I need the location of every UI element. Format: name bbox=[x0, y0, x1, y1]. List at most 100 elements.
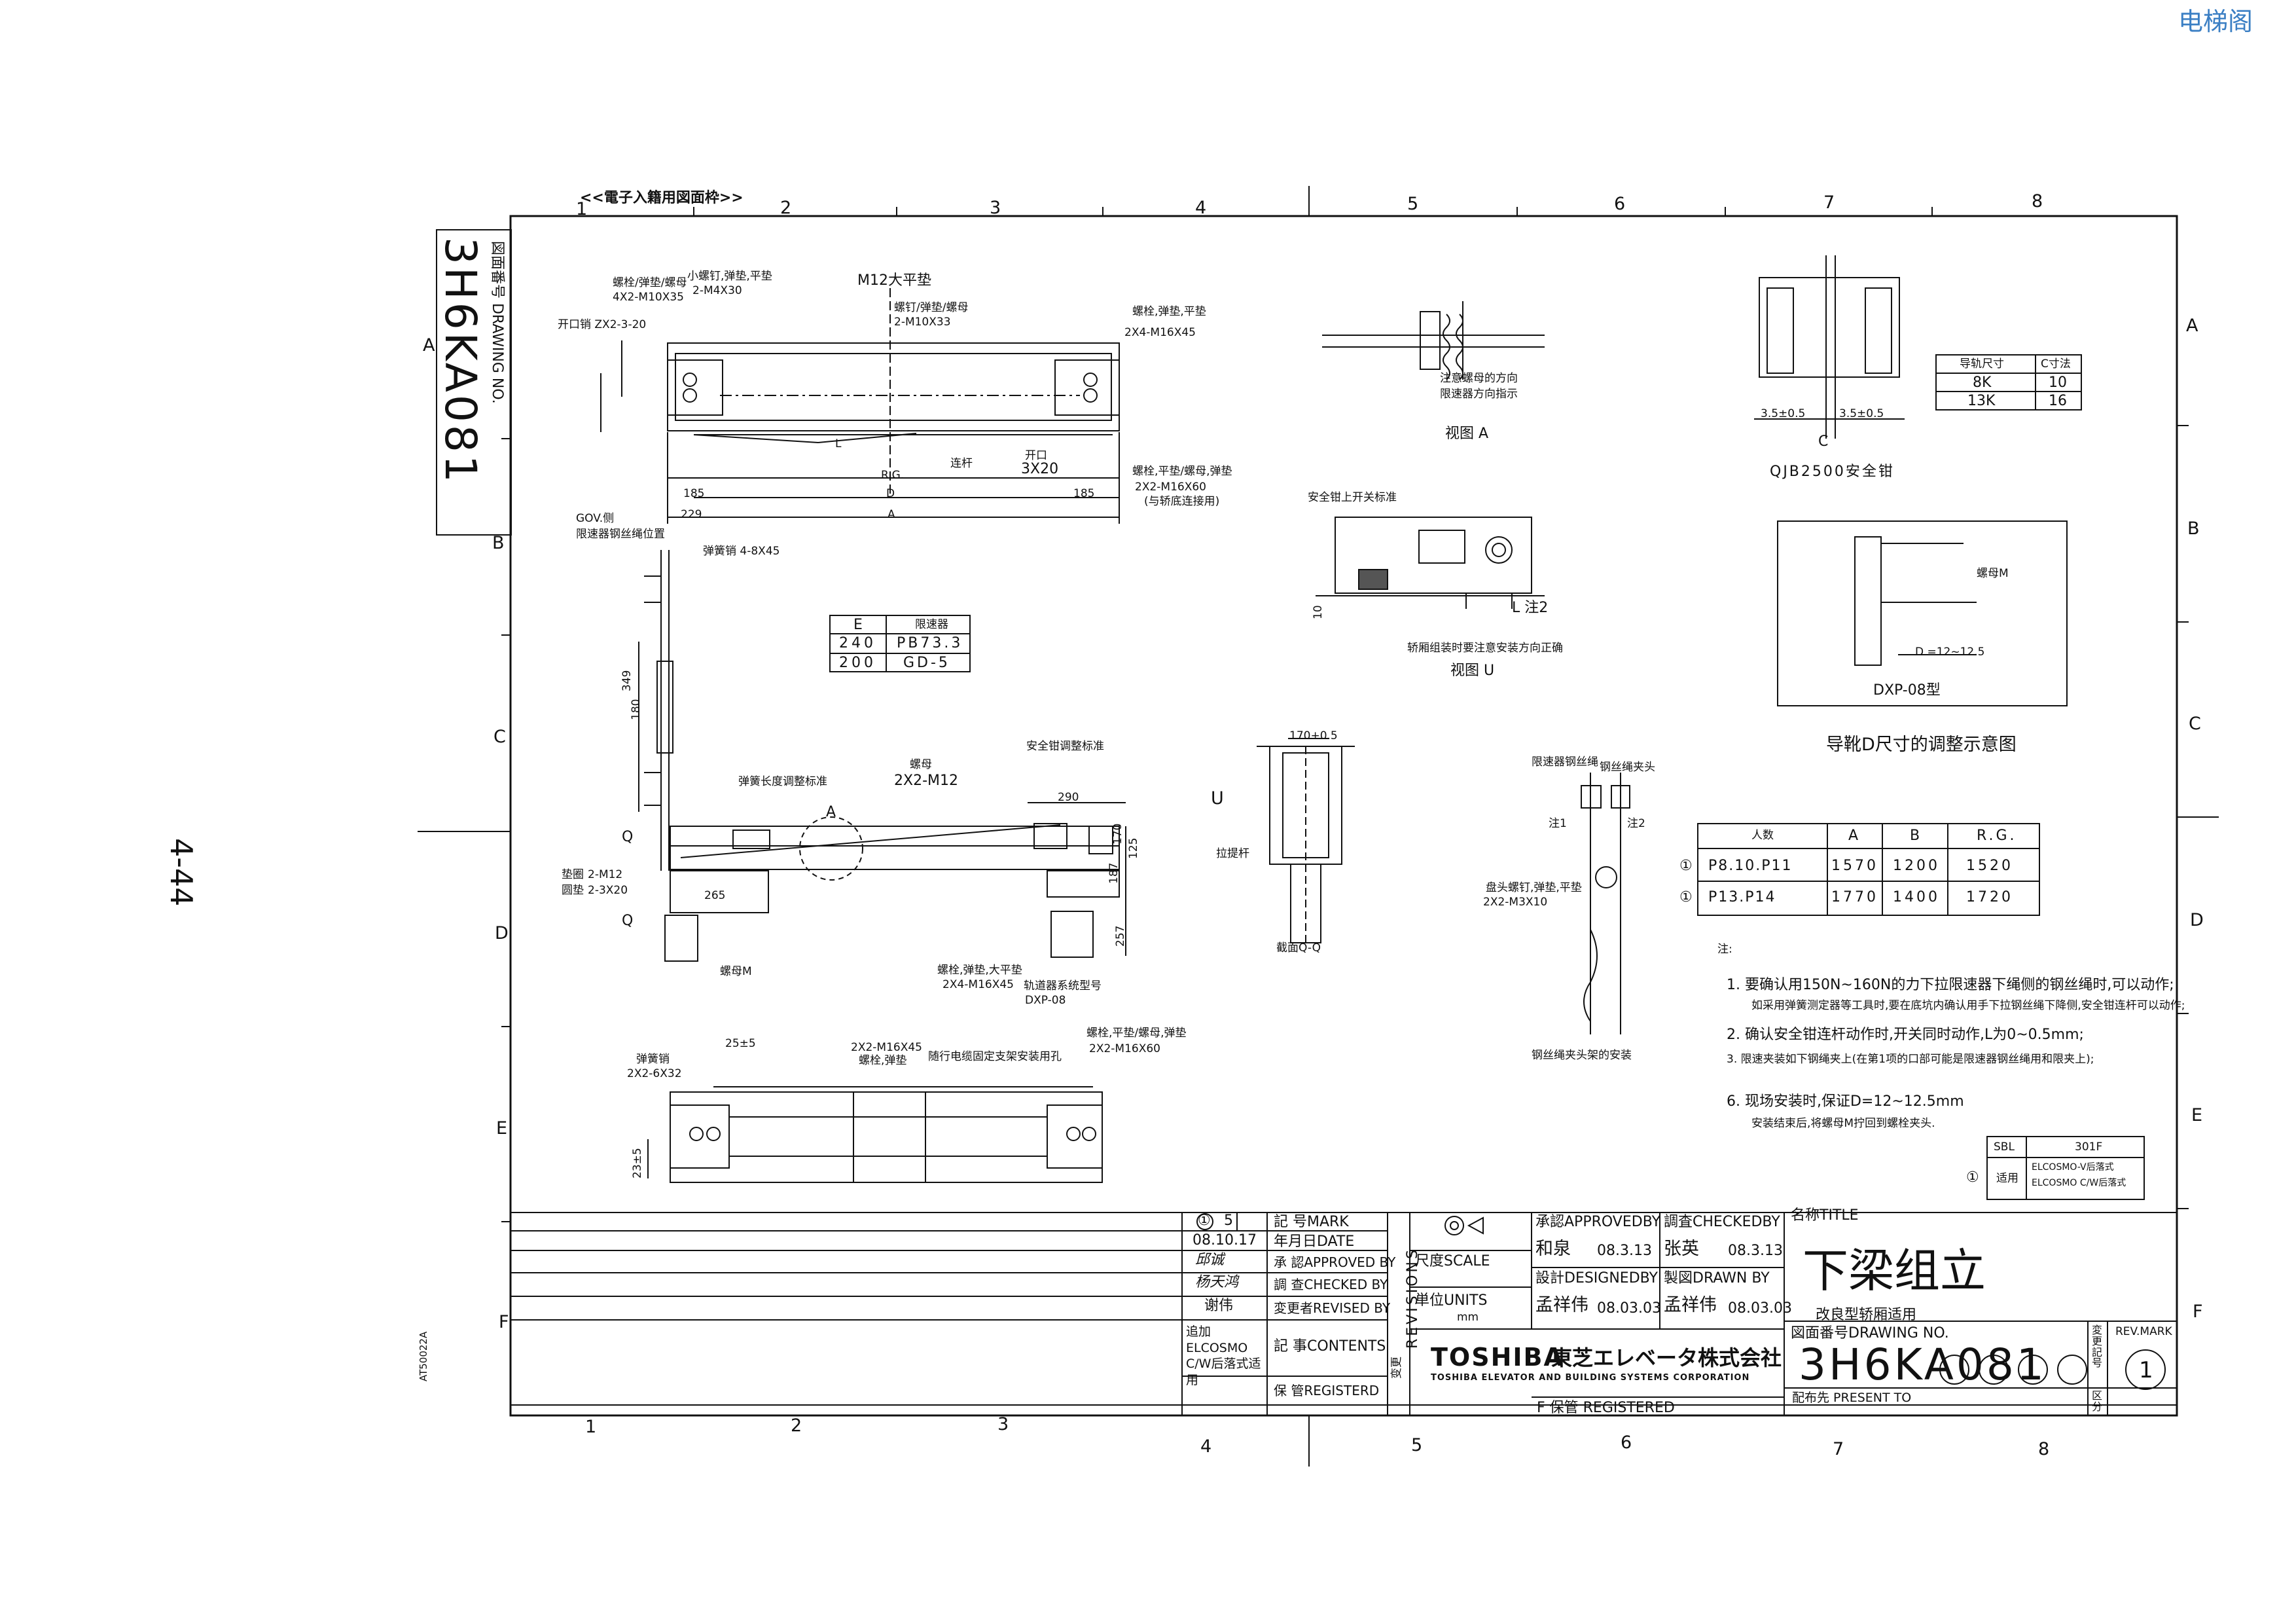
view-a-title: 视图 A bbox=[1445, 426, 1489, 442]
nut-label: 螺母 bbox=[910, 758, 932, 771]
dxp-spec: DXP-08 bbox=[1025, 994, 1066, 1007]
cable-note: 随行电缆固定支架安装用孔 bbox=[928, 1050, 1062, 1063]
dim-table-header: A bbox=[1848, 828, 1859, 844]
q-label: Q bbox=[622, 829, 634, 845]
zone-col-2-bottom: 2 bbox=[791, 1415, 802, 1436]
dxp-caption: 导靴D尺寸的调整示意图 bbox=[1826, 735, 2017, 755]
dim-23: 23±5 bbox=[631, 1148, 644, 1178]
open-size-label: 开口 bbox=[1025, 449, 1047, 462]
bolt-spec: 2X2-M16X45 bbox=[851, 1041, 922, 1054]
view-a-note2: 限速器方向指示 bbox=[1440, 388, 1518, 401]
rev-mark: 1 bbox=[2139, 1357, 2153, 1383]
zone-col-3: 3 bbox=[990, 198, 1001, 218]
screw-label: 小螺钉,弹垫,平垫 bbox=[687, 270, 772, 283]
frame-header: <<電子入籍用図面枠>> bbox=[580, 190, 744, 206]
revision-label-approved: 承 認APPROVED BY bbox=[1274, 1254, 1396, 1270]
dxp-drawing bbox=[1854, 536, 1977, 666]
view-u-note: 轿厢组装时要注意安装方向正确 bbox=[1407, 642, 1563, 655]
dxp-nut: 螺母M bbox=[1977, 567, 2009, 580]
section-qq-title: 截面Q-Q bbox=[1276, 941, 1321, 955]
rope-bolt-spec: 2X2-M3X10 bbox=[1483, 896, 1548, 909]
pin-label: 开口销 ZX2-3-20 bbox=[558, 318, 647, 331]
a-label: A bbox=[826, 804, 836, 820]
spring-adj-label: 弹簧长度调整标准 bbox=[738, 775, 827, 788]
approved-label: 承認APPROVEDBY bbox=[1535, 1214, 1661, 1230]
e-table-cell: GD-5 bbox=[903, 655, 950, 671]
section-label: 区分 bbox=[2092, 1389, 2103, 1413]
designed-label: 設計DESIGNEDBY bbox=[1535, 1270, 1658, 1286]
revision-label-date: 年月日DATE bbox=[1274, 1233, 1355, 1250]
revision-revised-sign: 谢伟 bbox=[1204, 1298, 1234, 1314]
rope-label1: 限速器钢丝绳 bbox=[1532, 756, 1598, 769]
m12-label: M12大平垫 bbox=[857, 272, 931, 289]
c-table-header-c: C寸法 bbox=[2041, 357, 2071, 371]
rope-label2: 钢丝绳夹头 bbox=[1600, 761, 1655, 774]
qjb-drawing bbox=[1754, 255, 1905, 439]
drawing-no-label: 図面番号DRAWING NO. bbox=[1791, 1325, 1949, 1341]
bolt1-spec: 4X2-M10X35 bbox=[613, 291, 684, 304]
zone-col-5-bottom: 5 bbox=[1411, 1435, 1423, 1455]
zone-col-1: 1 bbox=[576, 199, 588, 219]
revision-label-side: 变更 bbox=[1390, 1357, 1403, 1379]
rev-mark-side: 変更記号 bbox=[2092, 1324, 2103, 1370]
dim-table-header: 人数 bbox=[1751, 829, 1774, 842]
zone-col-7-bottom: 7 bbox=[1833, 1439, 1844, 1459]
designed-name: 孟祥伟 bbox=[1535, 1295, 1588, 1315]
dxp-d: D =12~12.5 bbox=[1915, 646, 1985, 659]
dim-table-cell: 1720 bbox=[1966, 889, 2013, 905]
designed-date: 08.03.03 bbox=[1597, 1300, 1661, 1317]
drawn-label: 製図DRAWN BY bbox=[1664, 1270, 1770, 1286]
dim-table-cell: 1520 bbox=[1966, 858, 2013, 874]
watermark: 电梯阁 bbox=[2178, 7, 2253, 36]
drawing-frame bbox=[509, 215, 2178, 1417]
applicability-line2: ELCOSMO C/W后落式 bbox=[2032, 1178, 2126, 1188]
revision-label-registered: 保 管REGISTERD bbox=[1274, 1383, 1380, 1398]
applicability-frame bbox=[1986, 1136, 2145, 1200]
bolt2-label: 螺栓,平垫/螺母,弹垫 bbox=[1086, 1027, 1187, 1040]
dim-l: L bbox=[835, 437, 842, 450]
revision-mark-no: ① bbox=[1198, 1213, 1211, 1229]
gov-note: 限速器钢丝绳位置 bbox=[576, 528, 665, 541]
company-jp: 東芝エレベータ株式会社 bbox=[1551, 1345, 1782, 1370]
dim-25: 25±5 bbox=[725, 1037, 756, 1050]
revision-date: 08.10.17 bbox=[1193, 1232, 1257, 1249]
zone-row-c: C bbox=[493, 727, 506, 747]
section-qq-dim: 170+0.5 bbox=[1289, 729, 1338, 742]
zone-row-c-right: C bbox=[2189, 714, 2201, 734]
rev-mark-label: REV.MARK bbox=[2115, 1325, 2172, 1338]
approved-date: 08.3.13 bbox=[1597, 1243, 1652, 1259]
drawing-no: 3H6KA081 bbox=[1799, 1340, 2047, 1390]
qjb-dim1: 3.5±0.5 bbox=[1761, 407, 1806, 420]
e-table-frame bbox=[829, 615, 971, 672]
checked-date: 08.3.13 bbox=[1728, 1243, 1783, 1259]
open-size-spec: 3X20 bbox=[1021, 461, 1059, 477]
dim-257: 257 bbox=[1114, 925, 1127, 947]
zone-col-3-bottom: 3 bbox=[997, 1414, 1009, 1434]
safety-sw-label: 安全钳调整标准 bbox=[1026, 740, 1104, 753]
revision-label-mark: 記 号MARK bbox=[1274, 1214, 1349, 1230]
view-u-title: 视图 U bbox=[1450, 663, 1495, 679]
e-table-cell: 200 bbox=[839, 655, 876, 671]
view-u-dim-10: 10 bbox=[1312, 605, 1325, 619]
dim-table-cell: P13.P14 bbox=[1708, 889, 1776, 905]
applicability-mark: ① bbox=[1966, 1169, 1979, 1186]
bolt-right-spec: 2X4-M16X45 bbox=[1124, 326, 1196, 339]
rod-label: 连杆 bbox=[950, 457, 973, 470]
screw2-spec: 2-M10X33 bbox=[894, 316, 951, 329]
dxp-label: 轨道器系统型号 bbox=[1024, 979, 1102, 993]
dim-table-cell: 1400 bbox=[1893, 889, 1940, 905]
checked-name: 张英 bbox=[1664, 1239, 1699, 1259]
dim-349: 349 bbox=[620, 670, 634, 691]
view-a-note1: 注意螺母的方向 bbox=[1440, 372, 1518, 385]
bolt-bottom-spec: 2X4-M16X45 bbox=[942, 978, 1014, 991]
zone-row-e: E bbox=[496, 1118, 508, 1139]
dim-table-header: R.G. bbox=[1977, 828, 2017, 844]
drawing-title: 下梁组立 bbox=[1803, 1244, 1986, 1298]
rope-note1: 注1 bbox=[1549, 817, 1567, 830]
revision-label-revised: 変更者REVISED BY bbox=[1274, 1300, 1391, 1316]
note-2: 2. 确认安全钳连杆动作时,开关同时动作,L为0~0.5mm; bbox=[1727, 1027, 2084, 1043]
screw-spec: 2-M4X30 bbox=[692, 284, 742, 297]
scale-label: 尺度SCALE bbox=[1415, 1253, 1490, 1269]
company-en: TOSHIBA ELEVATOR AND BUILDING SYSTEMS CO… bbox=[1431, 1373, 1750, 1383]
